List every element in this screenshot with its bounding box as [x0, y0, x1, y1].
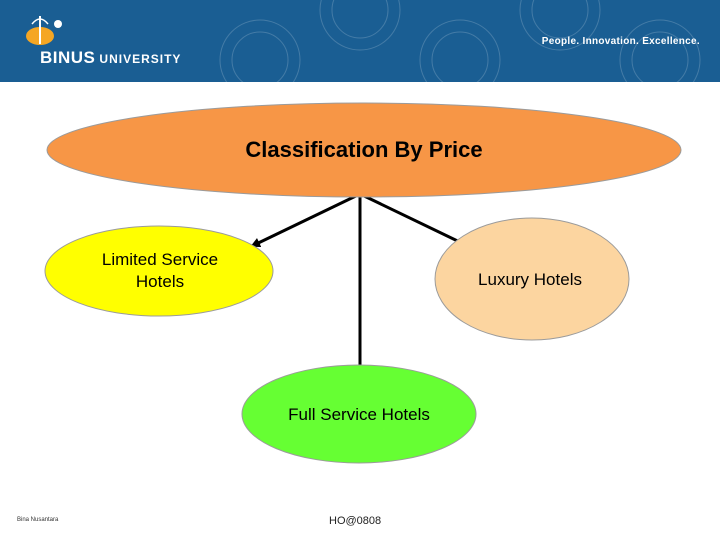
root-label: Classification By Price [245, 137, 483, 162]
tagline: People. Innovation. Excellence. [541, 36, 700, 47]
root-node [46, 102, 682, 198]
connector-left [250, 192, 361, 248]
classification-diagram [44, 102, 682, 464]
footer-author: Bina Nusantara [17, 517, 59, 523]
luxury-node [434, 217, 630, 341]
limited-service-label: Limited Service Hotels [101, 250, 219, 291]
luxury-label: Luxury Hotels [478, 270, 582, 289]
full-service-label: Full Service Hotels [288, 405, 430, 424]
brand-name: BINUS [40, 48, 96, 67]
banner-pattern [219, 0, 701, 82]
limited-service-node [44, 225, 274, 317]
full-service-node [241, 364, 477, 464]
brand-suffix: UNIVERSITY [99, 52, 182, 66]
connector-right [359, 192, 470, 248]
logo-emblem-icon [26, 16, 62, 45]
footer-code: HO@0808 [329, 515, 382, 527]
